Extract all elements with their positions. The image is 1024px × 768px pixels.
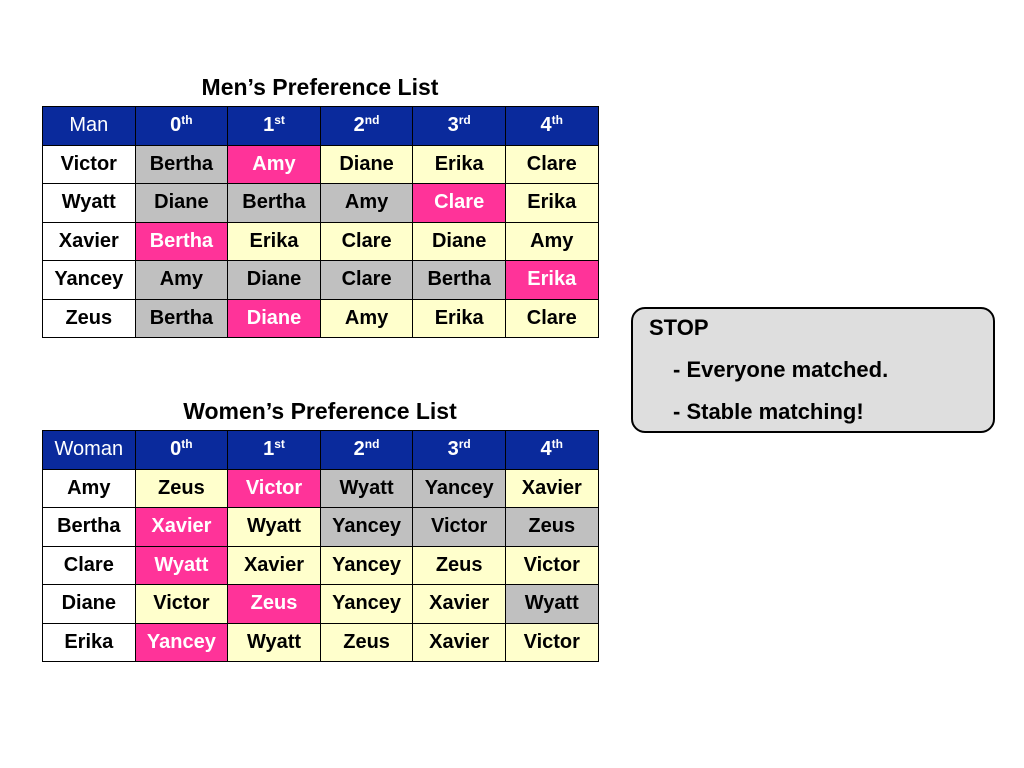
header-rank-2: 2nd (319, 106, 414, 146)
stop-line-stable-matching: - Stable matching! (673, 399, 864, 424)
preference-cell: Clare (412, 183, 506, 223)
preference-cell: Clare (504, 144, 599, 184)
header-women-label: Woman (42, 430, 136, 470)
stop-line-everyone-matched: - Everyone matched. (673, 357, 889, 382)
womens-preference-title: Women’s Preference List (183, 398, 457, 424)
preference-cell: Zeus (227, 584, 321, 624)
header-rank-3: 3rd (412, 430, 506, 470)
preference-cell: Bertha (412, 260, 506, 300)
preference-cell: Erika (504, 260, 599, 300)
row-name-cell: Clare (42, 545, 136, 585)
preference-cell: Victor (227, 468, 321, 508)
row-name-cell: Xavier (42, 221, 136, 261)
preference-cell: Victor (504, 545, 599, 585)
row-name-cell: Zeus (42, 298, 136, 338)
preference-cell: Erika (227, 221, 321, 261)
preference-cell: Zeus (319, 622, 414, 662)
preference-cell: Diane (134, 183, 229, 223)
preference-cell: Victor (134, 584, 229, 624)
row-name-cell: Bertha (42, 507, 136, 547)
preference-cell: Diane (227, 298, 321, 338)
preference-cell: Amy (504, 221, 599, 261)
preference-cell: Zeus (412, 545, 506, 585)
preference-cell: Diane (227, 260, 321, 300)
header-rank-1: 1st (227, 106, 321, 146)
stop-title: STOP (649, 315, 709, 340)
preference-cell: Erika (504, 183, 599, 223)
preference-cell: Amy (319, 183, 414, 223)
preference-cell: Wyatt (319, 468, 414, 508)
preference-cell: Victor (412, 507, 506, 547)
preference-cell: Xavier (134, 507, 229, 547)
header-rank-3: 3rd (412, 106, 506, 146)
preference-cell: Bertha (134, 298, 229, 338)
header-men-label: Man (42, 106, 136, 146)
preference-cell: Amy (227, 144, 321, 184)
preference-cell: Wyatt (134, 545, 229, 585)
preference-cell: Victor (504, 622, 599, 662)
preference-cell: Yancey (319, 507, 414, 547)
preference-cell: Clare (319, 260, 414, 300)
preference-cell: Bertha (134, 144, 229, 184)
preference-cell: Xavier (412, 584, 506, 624)
header-rank-0: 0th (134, 106, 229, 146)
header-rank-1: 1st (227, 430, 321, 470)
preference-cell: Bertha (227, 183, 321, 223)
row-name-cell: Amy (42, 468, 136, 508)
preference-cell: Yancey (412, 468, 506, 508)
row-name-cell: Victor (42, 144, 136, 184)
preference-cell: Clare (319, 221, 414, 261)
preference-cell: Xavier (412, 622, 506, 662)
header-rank-2: 2nd (319, 430, 414, 470)
preference-cell: Yancey (319, 545, 414, 585)
preference-cell: Diane (319, 144, 414, 184)
header-rank-0: 0th (134, 430, 229, 470)
preference-cell: Yancey (319, 584, 414, 624)
preference-cell: Bertha (134, 221, 229, 261)
preference-cell: Amy (319, 298, 414, 338)
preference-cell: Clare (504, 298, 599, 338)
preference-cell: Yancey (134, 622, 229, 662)
row-name-cell: Wyatt (42, 183, 136, 223)
preference-cell: Xavier (227, 545, 321, 585)
preference-cell: Erika (412, 144, 506, 184)
preference-cell: Wyatt (504, 584, 599, 624)
header-rank-4: 4th (504, 430, 599, 470)
preference-cell: Erika (412, 298, 506, 338)
preference-cell: Xavier (504, 468, 599, 508)
row-name-cell: Erika (42, 622, 136, 662)
row-name-cell: Diane (42, 584, 136, 624)
preference-cell: Zeus (134, 468, 229, 508)
preference-cell: Zeus (504, 507, 599, 547)
header-rank-4: 4th (504, 106, 599, 146)
preference-cell: Diane (412, 221, 506, 261)
preference-cell: Wyatt (227, 507, 321, 547)
preference-cell: Amy (134, 260, 229, 300)
row-name-cell: Yancey (42, 260, 136, 300)
mens-preference-title: Men’s Preference List (201, 74, 439, 100)
preference-cell: Wyatt (227, 622, 321, 662)
stop-callout-box: STOP - Everyone matched. - Stable matchi… (631, 307, 995, 433)
